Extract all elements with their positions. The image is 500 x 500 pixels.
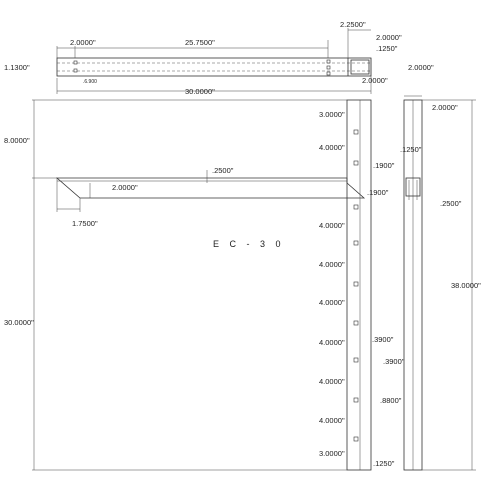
front-column [346, 99, 372, 471]
front-dim-top-height: 8.0000" [4, 136, 30, 145]
top-view-bar [56, 57, 372, 77]
top-view-end-block [350, 59, 370, 75]
side-arm-section [405, 177, 421, 197]
front-dim-hole-offset: .1900" [373, 161, 395, 170]
column-hole [353, 436, 359, 442]
top-view: 2.0000" 25.7500" 2.2500" 2.0000" .1250" … [4, 20, 434, 96]
side-dim-thickness: .2500" [440, 199, 462, 208]
front-dim-bottom: .1250" [373, 459, 395, 468]
hole-spacing-dim: 4.0000" [319, 377, 345, 386]
top-dim-end-offset: 2.2500" [340, 20, 366, 29]
column-hole [353, 281, 359, 287]
top-view-hole [73, 60, 78, 65]
column-hole [353, 357, 359, 363]
top-dim-height-right: 2.0000" [408, 63, 434, 72]
top-dim-height-left: 1.1300" [4, 63, 30, 72]
top-dim-end-right-top: 2.0000" [376, 33, 402, 42]
hole-spacing-dim: 4.0000" [319, 143, 345, 152]
front-view: 8.0000" 30.0000" .2500" 2.0000" 1.7500" … [4, 99, 405, 471]
front-dim-slot: .8800" [380, 396, 402, 405]
top-dim-overall: 30.0000" [185, 87, 215, 96]
column-hole [353, 320, 359, 326]
top-dim-small-hole: .6.900 [83, 79, 97, 85]
drawing-title: E C - 3 0 [213, 239, 285, 249]
top-view-hole [326, 59, 331, 64]
column-hole [353, 240, 359, 246]
top-dim-hole-span: 25.7500" [185, 38, 215, 47]
column-hole [353, 160, 359, 166]
front-arm-brace [346, 182, 365, 199]
top-view-hole [73, 68, 78, 73]
hole-spacing-dim: 3.0000" [319, 110, 345, 119]
hole-spacing-dim: 4.0000" [319, 298, 345, 307]
side-dim-height: 38.0000" [451, 281, 481, 290]
top-dim-tab: .1250" [376, 44, 398, 53]
hole-spacing-dim: 4.0000" [319, 260, 345, 269]
hole-spacing-dim: 3.0000" [319, 449, 345, 458]
front-dim-hole-h: .3900" [383, 357, 405, 366]
front-dim-arm-thickness: .2500" [212, 166, 234, 175]
front-dim-hole-offset-2: .1900" [367, 188, 389, 197]
front-dim-arm-chamfer: 1.7500" [72, 219, 98, 228]
top-view-hole [326, 71, 331, 76]
front-dim-hole-w: .3900" [372, 335, 394, 344]
hole-spacing-dim: 4.0000" [319, 338, 345, 347]
top-dim-left-offset: 2.0000" [70, 38, 96, 47]
top-view-hole [326, 65, 331, 70]
column-hole [353, 204, 359, 210]
column-hole [353, 397, 359, 403]
top-dim-end-right-bottom: 2.0000" [362, 76, 388, 85]
front-dim-arm-depth: 2.0000" [112, 183, 138, 192]
hole-spacing-dim: 4.0000" [319, 416, 345, 425]
hole-spacing-dim: 4.0000" [319, 221, 345, 230]
side-view: 2.0000" .1250" .2500" 38.0000" [400, 95, 481, 471]
side-dim-tab: .1250" [400, 145, 422, 154]
side-dim-width: 2.0000" [432, 103, 458, 112]
column-hole [353, 129, 359, 135]
front-dim-overall-height: 30.0000" [4, 318, 34, 327]
